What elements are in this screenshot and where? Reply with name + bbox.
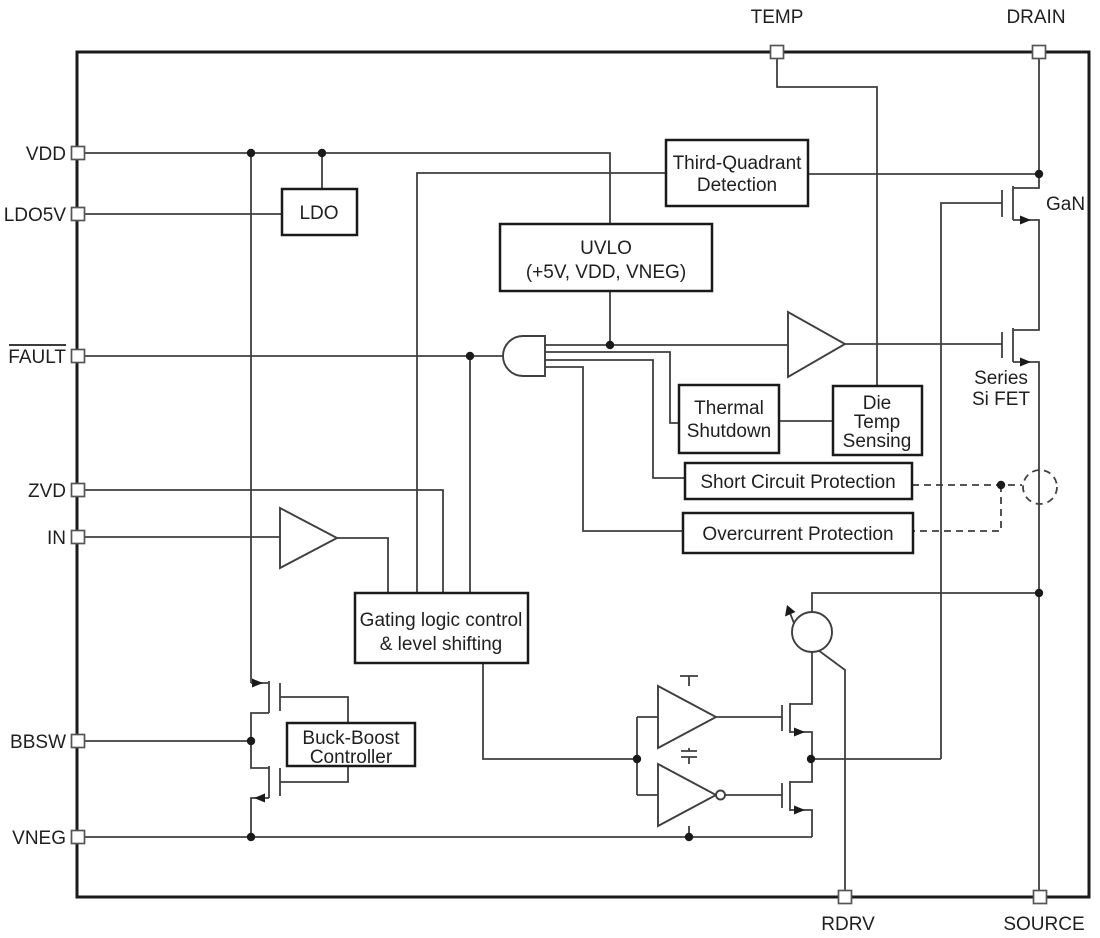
- upper-nmos: [781, 652, 813, 759]
- wire-and-in3-scp: [545, 359, 685, 479]
- pin-label-in: IN: [47, 528, 66, 549]
- wire-and-in4-ocp: [545, 366, 683, 532]
- pin-source: [1032, 889, 1048, 905]
- pin-labels: VDD LDO5V FAULT ZVD IN BBSW VNEG TEMP DR…: [4, 7, 1085, 935]
- third-quadrant-label-2: Detection: [697, 175, 777, 196]
- pin-label-vdd: VDD: [26, 144, 66, 165]
- bb-lower-arrow: [254, 793, 265, 803]
- symbols: [279, 310, 847, 828]
- third-quadrant-label-1: Third-Quadrant: [673, 153, 803, 174]
- buck-boost-label-1: Buck-Boost: [302, 728, 400, 749]
- wire-vdd: [84, 152, 611, 224]
- wire-inbuffer-out: [337, 537, 389, 593]
- wire-gan-to-sifet: [1013, 219, 1040, 331]
- series-fet-label-1: Series: [974, 368, 1028, 389]
- overcurrent-block: [681, 511, 915, 555]
- pin-label-bbsw: BBSW: [10, 732, 66, 753]
- series-fet-label-2: Si FET: [972, 389, 1030, 410]
- ldo-label: LDO: [299, 203, 338, 224]
- wire-ocp-sense: [913, 485, 1002, 532]
- sifet-body: [1001, 328, 1014, 362]
- wires: [84, 58, 1040, 891]
- pin-label-zvd: ZVD: [28, 481, 66, 502]
- wire-gating-out: [482, 663, 637, 760]
- wire-csrc-top: [811, 592, 1039, 612]
- pin-temp: [769, 44, 785, 60]
- pin-bbsw: [70, 733, 86, 749]
- bb-upper-arrow: [252, 678, 263, 688]
- gan-source-arrow: [1020, 215, 1031, 225]
- buck-boost-label-2: Controller: [310, 747, 393, 768]
- die-temp-block: [831, 384, 924, 457]
- pins: [70, 44, 1048, 905]
- die-temp-label-2: Temp: [854, 412, 900, 433]
- gating-label-2: & level shifting: [380, 634, 503, 655]
- pin-vdd: [70, 145, 86, 161]
- pin-vneg: [70, 829, 86, 845]
- csrc-adjust-arrow: [785, 605, 796, 617]
- block-labels: LDO Third-Quadrant Detection UVLO (+5V, …: [299, 153, 911, 768]
- die-temp-label-3: Sensing: [843, 431, 912, 452]
- wire-drain-rail: [1013, 58, 1040, 189]
- pin-label-vneg: VNEG: [12, 828, 66, 849]
- third-quadrant-block: [664, 138, 810, 208]
- pin-label-rdrv: RDRV: [821, 914, 875, 935]
- sifet-gate-buffer: [787, 310, 847, 379]
- pin-ldo5v: [70, 206, 86, 222]
- pin-drain: [1031, 44, 1047, 60]
- wire-gan-gate-rail: [940, 202, 1002, 759]
- die-temp-label-1: Die: [863, 393, 892, 414]
- gating-label-1: Gating logic control: [360, 610, 523, 631]
- function-blocks: [280, 138, 924, 768]
- lower-nmos: [781, 759, 813, 837]
- short-circuit-label: Short Circuit Protection: [700, 472, 895, 493]
- wire-source-rail: [1013, 361, 1040, 891]
- wire-tqd-in: [416, 172, 666, 593]
- overcurrent-label: Overcurrent Protection: [702, 524, 893, 545]
- driver-capacitor: [681, 748, 697, 764]
- upper-nmos-arrow: [794, 727, 805, 737]
- gan-label: GaN: [1046, 194, 1085, 215]
- transistor-labels: GaN Series Si FET: [972, 194, 1085, 410]
- sifet-source-arrow: [1020, 357, 1031, 367]
- gating-logic-block: [353, 591, 530, 665]
- inverter-bubble: [715, 789, 726, 801]
- pin-label-source: SOURCE: [1003, 914, 1084, 935]
- thermal-label-1: Thermal: [694, 398, 764, 419]
- gan-fet-body: [1001, 186, 1014, 220]
- pin-fault: [70, 348, 86, 364]
- pin-zvd: [70, 482, 86, 498]
- buck-boost-block: [285, 721, 417, 768]
- driver-buffer: [657, 684, 719, 750]
- junction-dots: [246, 148, 1044, 842]
- wire-driver-supply: [680, 675, 698, 686]
- wire-temp: [776, 58, 878, 386]
- and-gate: [502, 335, 546, 377]
- pin-in: [70, 529, 86, 545]
- wire-rdrv: [817, 649, 846, 891]
- current-source-circle: [791, 611, 833, 653]
- short-circuit-block: [683, 461, 914, 501]
- pin-rdrv: [837, 889, 853, 905]
- thermal-label-2: Shutdown: [687, 421, 772, 442]
- lower-nmos-arrow: [794, 805, 805, 815]
- thermal-shutdown-block: [677, 383, 781, 455]
- uvlo-label-1: UVLO: [580, 238, 632, 259]
- ldo-block: [280, 187, 359, 237]
- uvlo-label-2: (+5V, VDD, VNEG): [526, 262, 686, 283]
- uvlo-block: [498, 222, 714, 293]
- in-buffer: [279, 506, 340, 570]
- pin-label-ldo5v: LDO5V: [4, 205, 67, 226]
- wire-zvd: [84, 489, 444, 593]
- pin-label-drain: DRAIN: [1006, 7, 1065, 28]
- driver-inverter: [657, 762, 719, 828]
- current-sense-circle: [1022, 469, 1058, 505]
- wire-and-in2-thermal: [545, 351, 679, 424]
- pin-label-fault: FAULT: [8, 347, 66, 368]
- pin-label-temp: TEMP: [751, 7, 804, 28]
- sense-net: [912, 469, 1058, 532]
- chip-outline: [75, 50, 1091, 899]
